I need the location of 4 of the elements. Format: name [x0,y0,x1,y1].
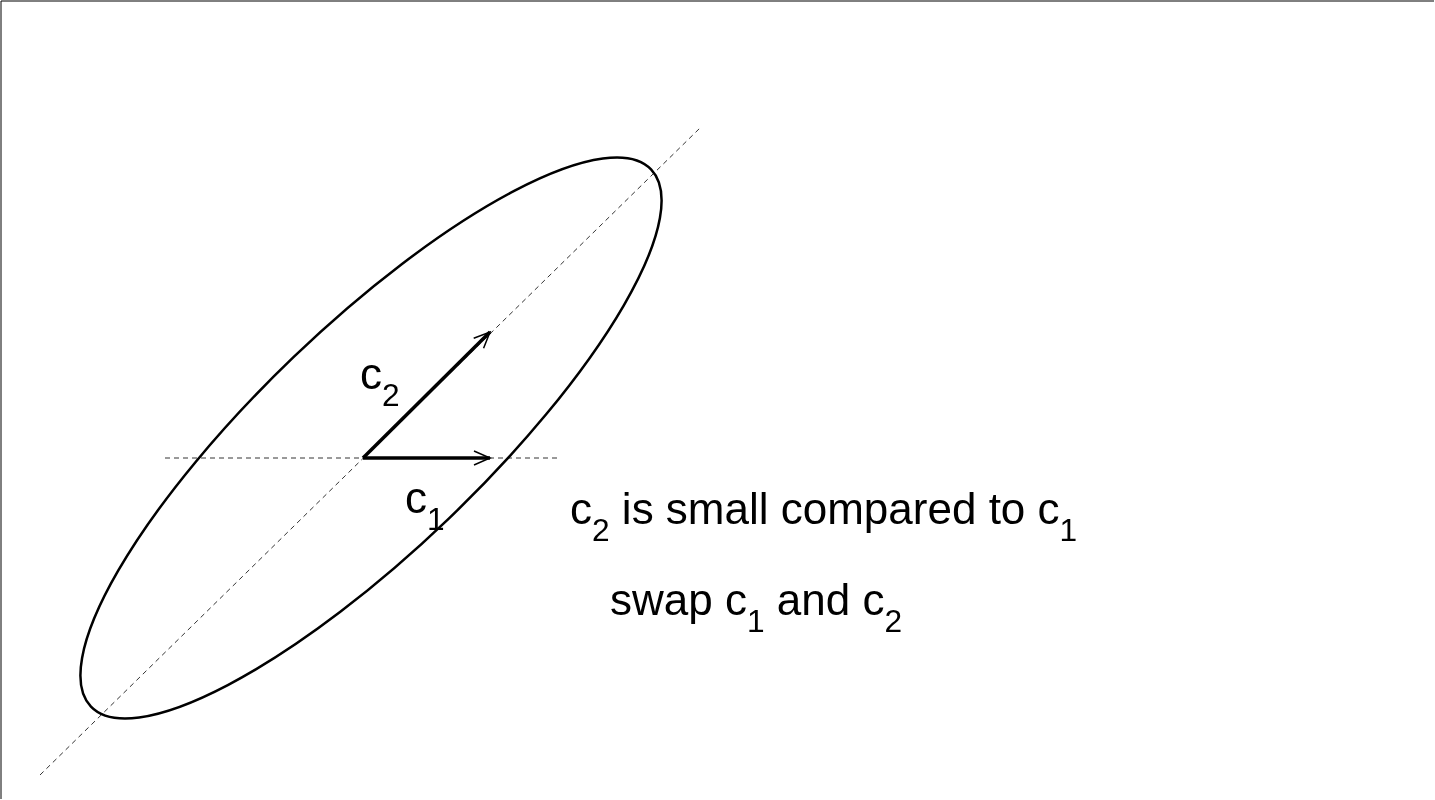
instruction-text: swap c$_{1}$ and c$_{2}$ [610,578,903,639]
vector-label: c$_{2}$ [360,352,400,413]
vector-label: c$_{1}$ [405,476,445,537]
statement-text: c$_{2}$ is small compared to c$_{1}$ [570,487,1078,548]
